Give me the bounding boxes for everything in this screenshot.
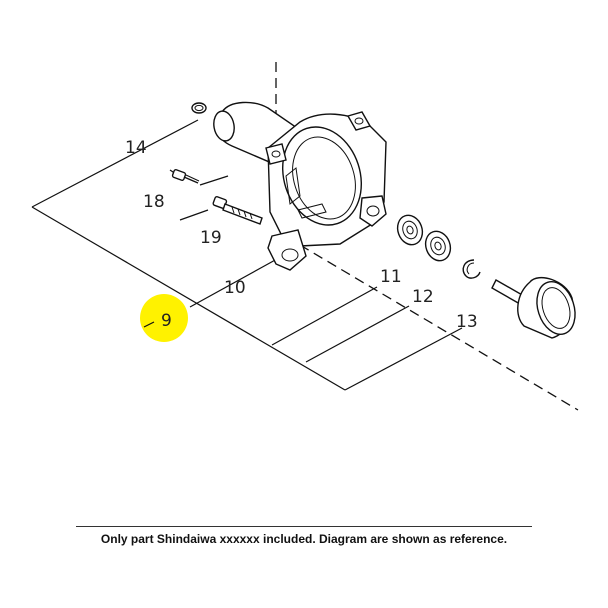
clutch-drum-part-13 (491, 277, 576, 339)
callout-11: 11 (380, 267, 402, 287)
assembly-bracket-lines (31, 119, 463, 391)
bearing-part-11-b (424, 230, 452, 262)
callout-9: 9 (161, 311, 172, 331)
callout-10: 10 (224, 278, 246, 298)
bolt-part-19 (212, 196, 263, 225)
callout-19: 19 (200, 228, 222, 248)
bearing-part-11-a (396, 214, 424, 246)
callout-14: 14 (125, 138, 147, 158)
highlight-circle (140, 294, 188, 342)
clutch-housing-part-10 (213, 101, 387, 271)
callout-18: 18 (143, 192, 165, 212)
callout-13: 13 (456, 312, 478, 332)
callout-9-leader (143, 321, 155, 328)
screw-part-18 (171, 169, 200, 184)
o-ring-part-14 (191, 102, 207, 114)
callout-labels: 9 10 11 12 13 14 18 19 (125, 138, 478, 332)
snap-ring-part-12 (462, 259, 481, 279)
reference-caption: Only part Shindaiwa xxxxxx included. Dia… (100, 532, 508, 546)
caption-divider (76, 526, 532, 527)
callout-12: 12 (412, 287, 434, 307)
